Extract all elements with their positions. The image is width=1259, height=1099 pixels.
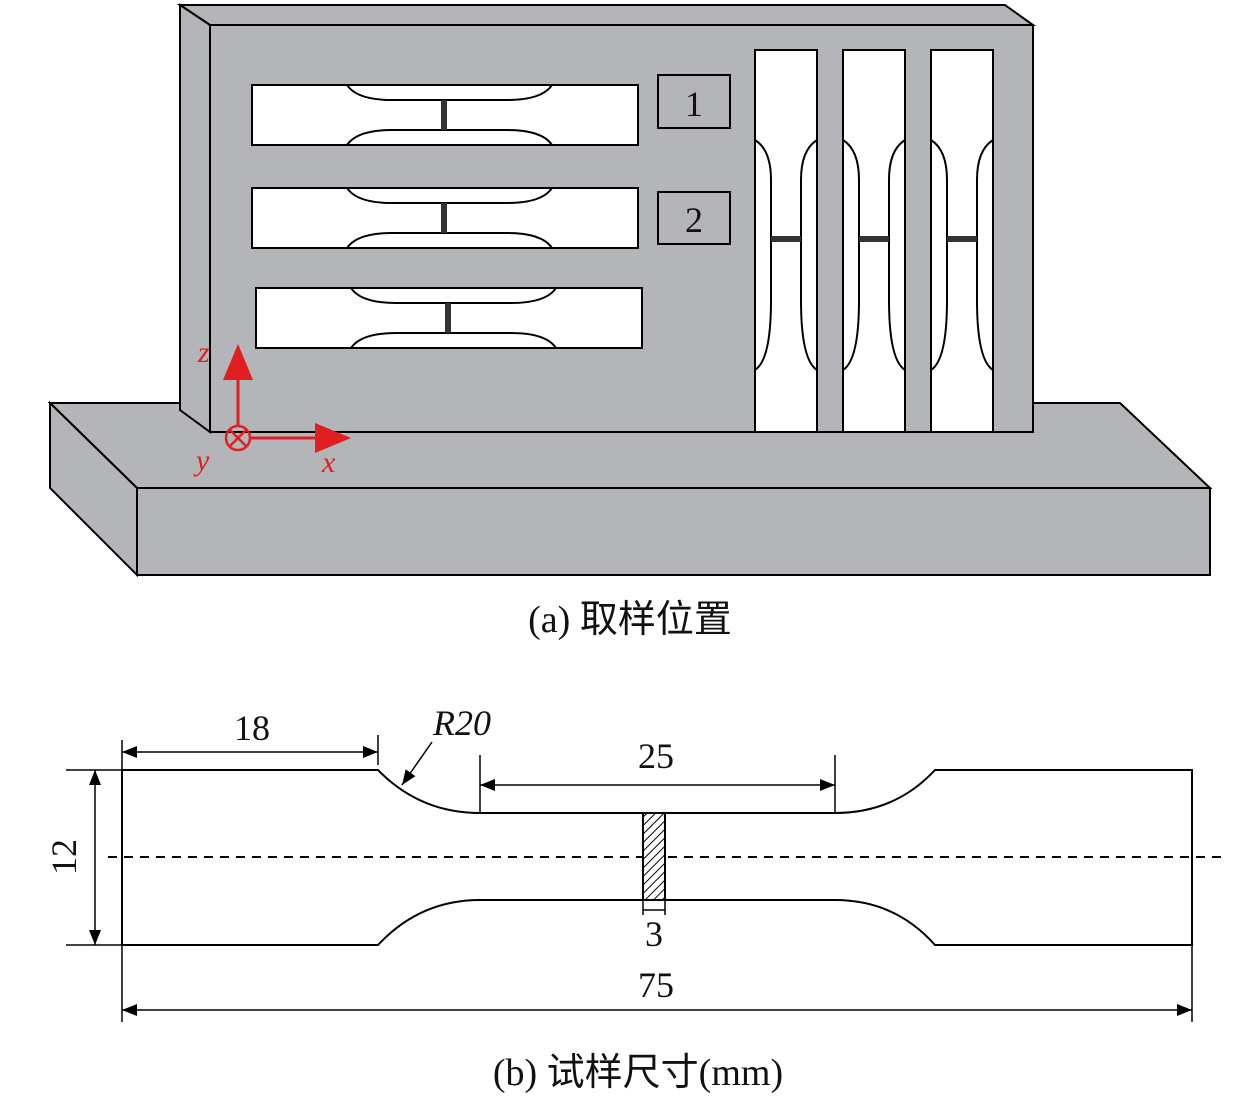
vertical-specimen [930, 49, 994, 433]
dim-25: 25 [638, 736, 674, 776]
svg-text:1: 1 [685, 84, 703, 124]
weld-zone [642, 812, 666, 901]
horizontal-specimen [251, 187, 639, 249]
weld-line [445, 303, 451, 333]
svg-text:z: z [197, 336, 210, 369]
dim-18: 18 [234, 708, 270, 748]
caption-a: (a) 取样位置 [528, 599, 732, 641]
dim-3: 3 [645, 914, 663, 954]
dim-r20: R20 [432, 703, 491, 743]
horizontal-specimens [251, 84, 643, 349]
dim-75: 75 [638, 965, 674, 1005]
label-box-1: 1 [657, 74, 731, 129]
dimension-lines [66, 735, 1193, 1022]
svg-text:2: 2 [685, 200, 703, 240]
dim-12: 12 [44, 839, 84, 875]
svg-text:x: x [321, 446, 336, 479]
weld-line [771, 236, 801, 242]
y-axis-into-page-icon [224, 424, 252, 452]
caption-b: (b) 试样尺寸(mm) [493, 1052, 783, 1094]
vertical-specimens [754, 49, 994, 433]
weld-line [441, 203, 447, 233]
label-box-2: 2 [657, 191, 731, 245]
horizontal-specimen [255, 287, 643, 349]
weld-line [441, 100, 447, 130]
vertical-specimen [754, 49, 818, 433]
vertical-specimen [842, 49, 906, 433]
weld-line [947, 236, 977, 242]
svg-text:y: y [193, 444, 210, 477]
coordinate-axes: z y x [193, 336, 351, 479]
specimen-drawing [108, 769, 1225, 946]
weld-line [859, 236, 889, 242]
horizontal-specimen [251, 84, 639, 146]
